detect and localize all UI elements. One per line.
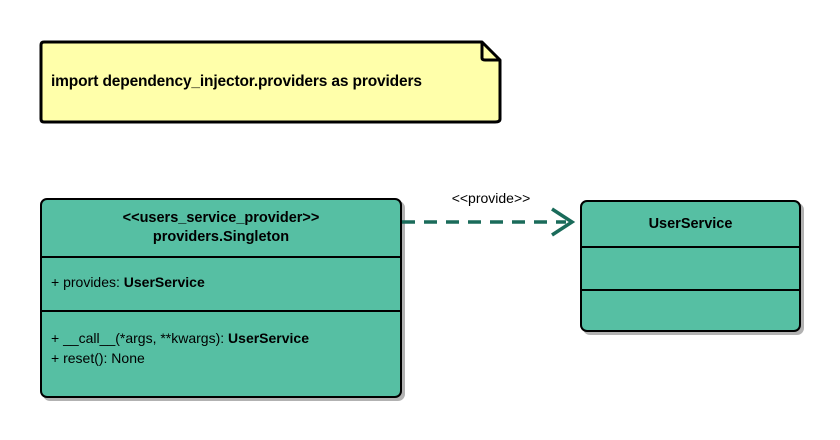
class-name: providers.Singleton [152, 229, 290, 245]
arrowhead-open-icon [551, 207, 576, 237]
attribute-visibility: + [51, 274, 60, 290]
method-row: + __call__(*args, **kwargs): UserService [51, 318, 391, 348]
method-row: + reset(): None [51, 348, 391, 368]
dependency-connector[interactable] [396, 186, 586, 237]
method-text: __call__(*args, **kwargs): [63, 330, 229, 346]
attribute-row: + provides: UserService [51, 264, 391, 292]
class-stereotype: <<users_service_provider>> [122, 210, 320, 226]
note-import[interactable]: import dependency_injector.providers as … [39, 40, 502, 124]
method-type: UserService [228, 330, 309, 346]
class-attributes-user-service [582, 246, 799, 289]
class-attributes-provider: + provides: UserService [42, 256, 400, 310]
method-visibility: + [51, 330, 60, 346]
class-box-users-service-provider[interactable]: <<users_service_provider>> providers.Sin… [40, 198, 402, 398]
attribute-text: provides: [63, 274, 124, 290]
connector-label: <<provide>> [451, 190, 531, 206]
class-name: UserService [648, 215, 733, 232]
method-text: reset(): None [63, 350, 145, 366]
method-visibility: + [51, 350, 60, 366]
class-header-provider: <<users_service_provider>> providers.Sin… [42, 200, 400, 256]
class-box-user-service[interactable]: UserService [580, 200, 801, 332]
attribute-type: UserService [123, 274, 205, 290]
note-text: import dependency_injector.providers as … [51, 73, 422, 90]
class-methods-user-service [582, 289, 799, 330]
class-methods-provider: + __call__(*args, **kwargs): UserService… [42, 310, 400, 396]
note-shape [39, 40, 502, 124]
class-header-user-service: UserService [582, 202, 799, 246]
